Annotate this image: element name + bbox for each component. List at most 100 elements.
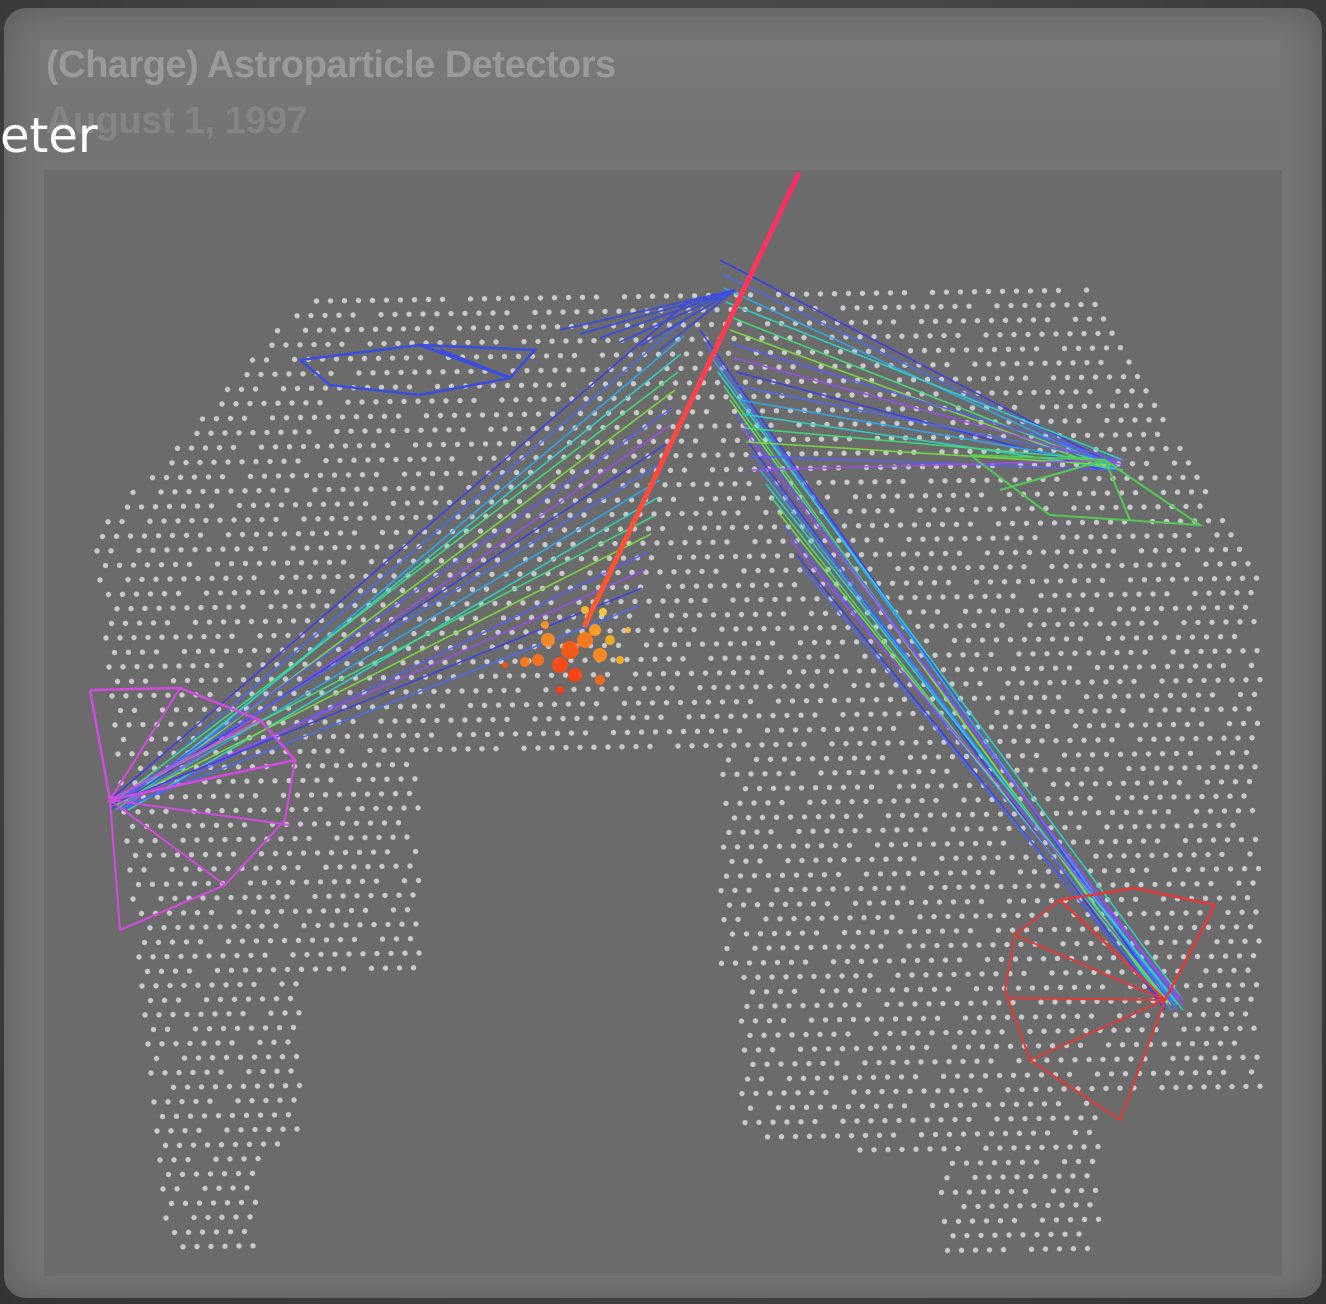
sensor-dot: [1082, 548, 1089, 555]
shower-dot: [561, 641, 579, 659]
sensor-dot: [778, 1061, 784, 1067]
sensor-dot: [897, 856, 903, 862]
sensor-dot: [1070, 839, 1077, 845]
sensor-dot: [823, 1089, 829, 1096]
sensor-dot: [1222, 953, 1229, 959]
sensor-dot: [958, 841, 965, 847]
sensor-dot: [392, 791, 399, 797]
sensor-dot: [1050, 1115, 1056, 1121]
sensor-dot: [808, 944, 814, 951]
sensor-dot: [467, 630, 473, 636]
sensor-dot: [288, 1068, 294, 1074]
sensor-dot: [966, 1116, 972, 1123]
sensor-dot: [1176, 707, 1182, 713]
sensor-dot: [339, 341, 345, 347]
sensor-dot: [141, 867, 147, 873]
sensor-dot: [368, 559, 375, 565]
sensor-dot: [562, 672, 569, 678]
sensor-dot: [182, 1127, 188, 1134]
sensor-dot: [274, 1068, 280, 1074]
sensor-dot: [543, 353, 550, 359]
sensor-dot: [360, 617, 367, 623]
sensor-dot: [341, 631, 347, 638]
sensor-dot: [799, 451, 805, 457]
sensor-dot: [1163, 852, 1169, 858]
sensor-dot: [297, 821, 304, 827]
sensor-dot: [1149, 925, 1156, 931]
sensor-dot: [412, 848, 419, 855]
sensor-dot: [1056, 1246, 1063, 1252]
sensor-dot: [1071, 984, 1078, 990]
sensor-dot: [870, 668, 877, 674]
sensor-dot: [915, 623, 921, 630]
sensor-dot: [1019, 1159, 1026, 1165]
sensor-dot: [795, 349, 802, 355]
sensor-dot: [1186, 605, 1193, 611]
sensor-dot: [517, 644, 524, 650]
sensor-dot: [248, 952, 254, 959]
sensor-dot: [1053, 404, 1060, 410]
sensor-dot: [1005, 1087, 1011, 1093]
sensor-dot: [181, 982, 187, 989]
sensor-dot: [929, 1030, 935, 1036]
sensor-dot: [362, 501, 369, 507]
sensor-dot: [1199, 793, 1205, 800]
sensor-dot: [576, 599, 582, 605]
sensor-dot: [386, 733, 393, 739]
sensor-dot: [563, 338, 569, 344]
sensor-dot: [968, 1000, 974, 1006]
sensor-dot: [1012, 956, 1019, 962]
sensor-dot: [1119, 635, 1126, 641]
sensor-dot: [848, 319, 855, 326]
sensor-dot: [650, 438, 657, 445]
sensor-dot: [1173, 750, 1180, 757]
sensor-dot: [345, 878, 352, 885]
sensor-dot: [858, 552, 865, 558]
sensor-dot: [1147, 562, 1153, 568]
sensor-dot: [793, 872, 800, 878]
sensor-dot: [390, 907, 397, 913]
sensor-dot: [1062, 418, 1068, 424]
sensor-dot: [448, 310, 454, 317]
sensor-dot: [707, 583, 714, 589]
sensor-dot: [404, 907, 411, 913]
sensor-dot: [432, 427, 438, 433]
sensor-dot: [932, 318, 939, 324]
sensor-dot: [846, 769, 852, 776]
sensor-dot: [271, 1039, 277, 1045]
sensor-dot: [918, 318, 925, 325]
sensor-dot: [965, 971, 971, 977]
sensor-dot: [153, 1055, 160, 1062]
sensor-dot: [877, 871, 884, 877]
sensor-dot: [1179, 736, 1185, 742]
sensor-dot: [834, 1133, 841, 1139]
sensor-dot: [957, 623, 963, 629]
sensor-dot: [671, 569, 677, 575]
sensor-dot: [1070, 360, 1076, 366]
sensor-dot: [169, 460, 175, 466]
sensor-dot: [780, 945, 786, 951]
sensor-dot: [670, 496, 677, 502]
sensor-dot: [138, 910, 145, 917]
sensor-dot: [511, 513, 517, 519]
shower-dot: [577, 632, 593, 648]
sensor-dot: [219, 401, 225, 407]
sensor-dot: [1107, 446, 1113, 453]
sensor-dot: [791, 915, 797, 922]
sensor-dot: [812, 785, 819, 791]
sensor-dot: [1185, 794, 1191, 800]
sensor-dot: [1205, 924, 1212, 930]
sensor-dot: [390, 834, 396, 840]
sensor-dot: [1194, 474, 1200, 480]
sensor-dot: [950, 826, 956, 832]
sensor-dot: [778, 727, 785, 733]
sensor-dot: [276, 618, 283, 624]
sensor-dot: [677, 293, 684, 299]
sensor-dot: [426, 442, 433, 448]
sensor-dot: [518, 382, 525, 388]
sensor-dot: [930, 841, 937, 847]
sensor-dot: [132, 852, 139, 859]
sensor-dot: [125, 649, 132, 655]
sensor-dot: [852, 900, 859, 906]
sensor-dot: [1225, 909, 1231, 916]
